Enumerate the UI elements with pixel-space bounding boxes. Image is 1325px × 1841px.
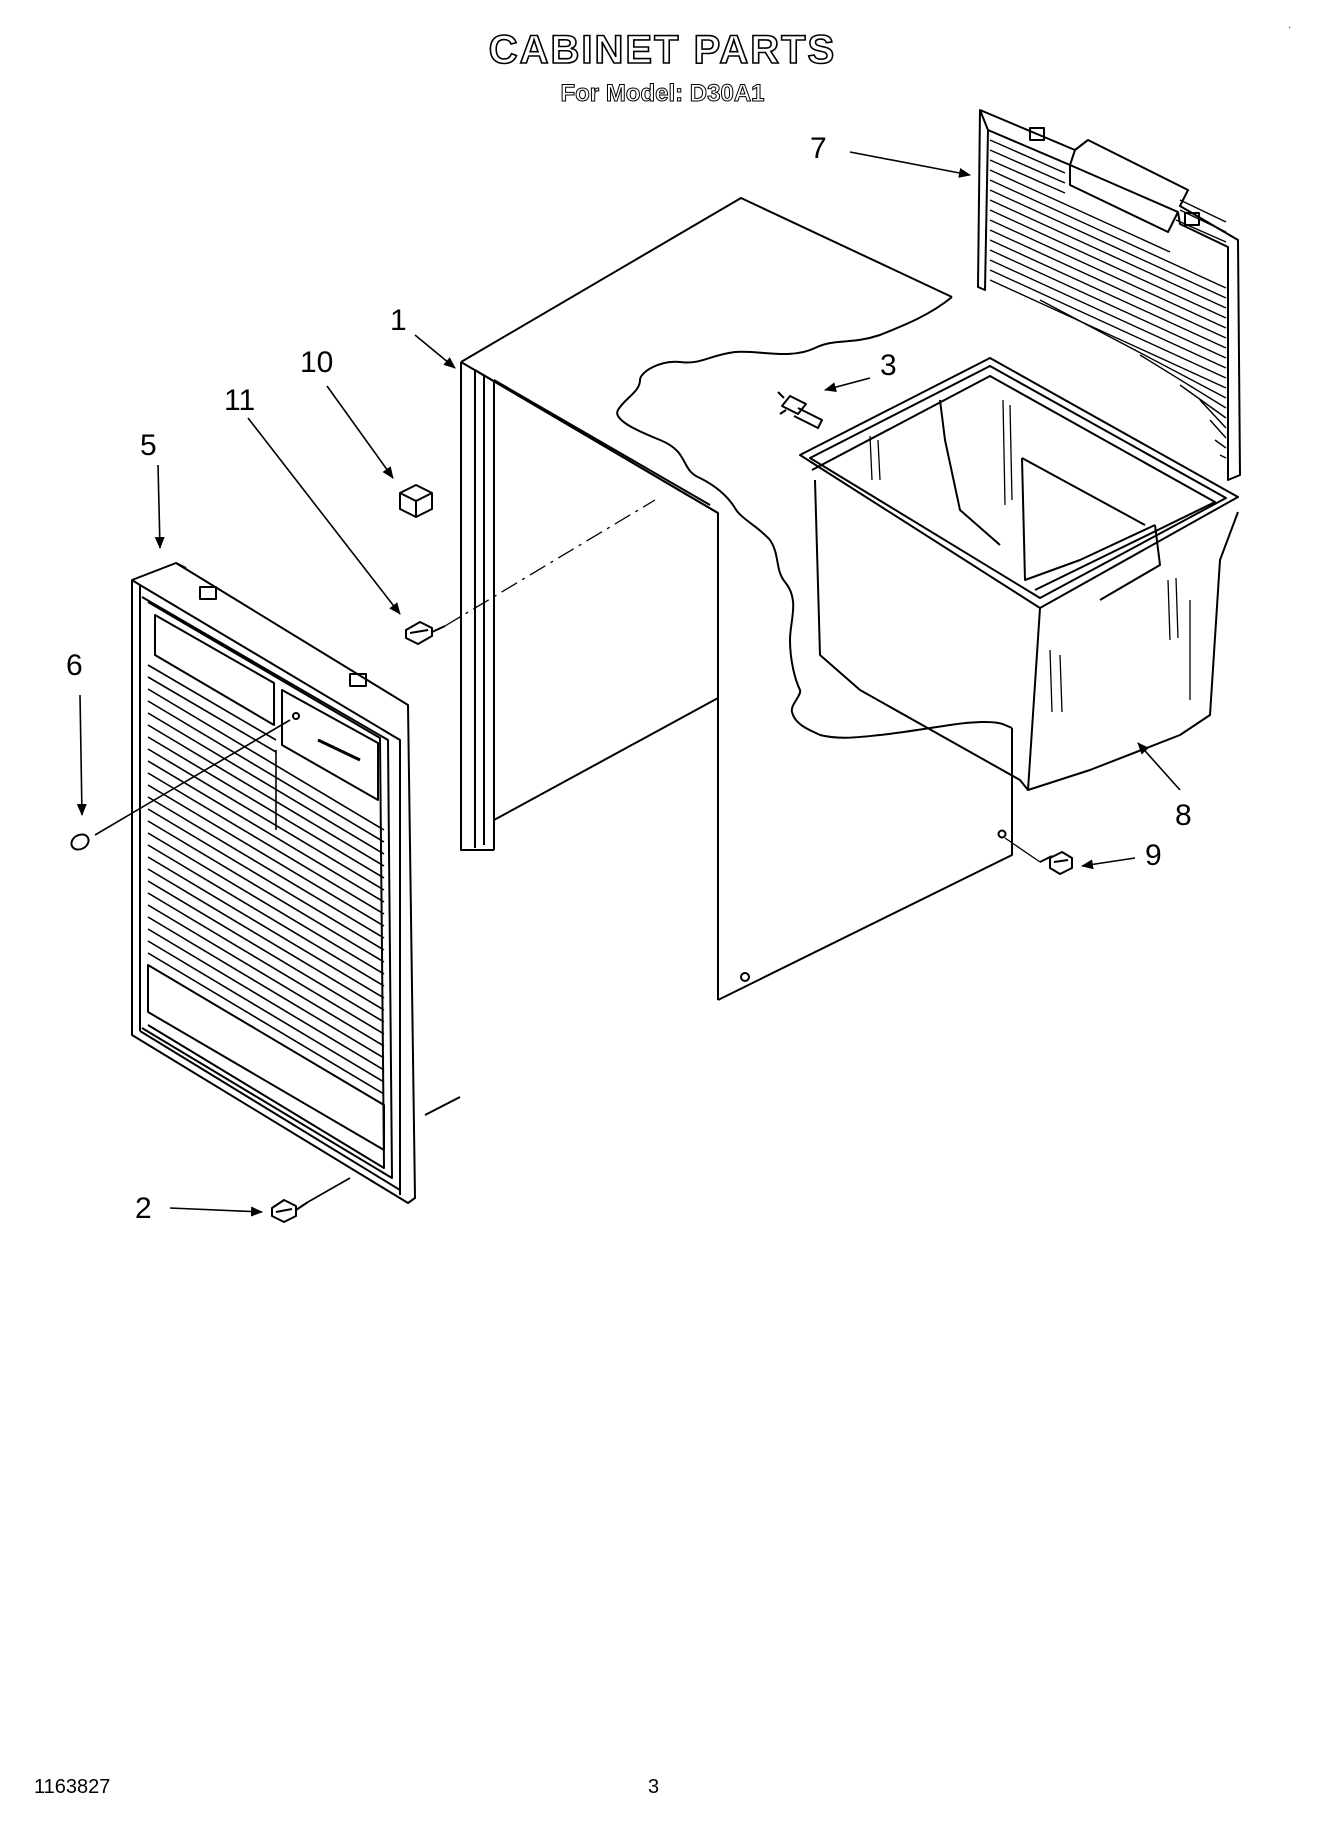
front-grille-part	[131, 562, 461, 1204]
leader-11	[247, 417, 401, 615]
callout-2: 2	[135, 1192, 152, 1225]
callout-7: 7	[810, 132, 827, 165]
callout-10: 10	[300, 346, 333, 379]
alignment-line-11	[444, 499, 656, 627]
bucket-part	[799, 357, 1239, 791]
leader-1	[414, 334, 456, 369]
corner-mark: ·	[1288, 22, 1292, 33]
leader-3	[824, 377, 871, 392]
leader-2	[169, 1206, 263, 1217]
cap-6	[70, 833, 90, 851]
leader-7	[849, 151, 971, 178]
callout-6: 6	[66, 649, 83, 682]
screw-2	[271, 1199, 309, 1223]
bumper-part	[399, 484, 433, 518]
leader-6	[76, 694, 87, 816]
leader-10	[326, 385, 394, 479]
screw-9	[1039, 851, 1073, 875]
document-code: 1163827	[34, 1776, 111, 1798]
model-subtitle: For Model: D30A1	[560, 80, 765, 108]
callout-8: 8	[1175, 799, 1192, 832]
page-title: CABINET PARTS	[488, 27, 837, 73]
leader-9-line	[1004, 837, 1041, 863]
callout-5: 5	[140, 429, 157, 462]
callout-1: 1	[390, 304, 407, 337]
leader-8	[1137, 742, 1181, 791]
filter-cover-part	[977, 109, 1241, 481]
leader-2-line	[307, 1177, 351, 1203]
callout-3: 3	[880, 349, 897, 382]
callout-11: 11	[224, 384, 255, 417]
leader-6-line	[94, 719, 291, 836]
rivet-3	[777, 391, 823, 429]
leader-5	[154, 464, 165, 549]
screw-11	[405, 621, 446, 645]
page-number: 3	[648, 1776, 660, 1798]
leader-9	[1081, 857, 1136, 870]
callout-9: 9	[1145, 839, 1162, 872]
cabinet-part	[460, 197, 1013, 1001]
